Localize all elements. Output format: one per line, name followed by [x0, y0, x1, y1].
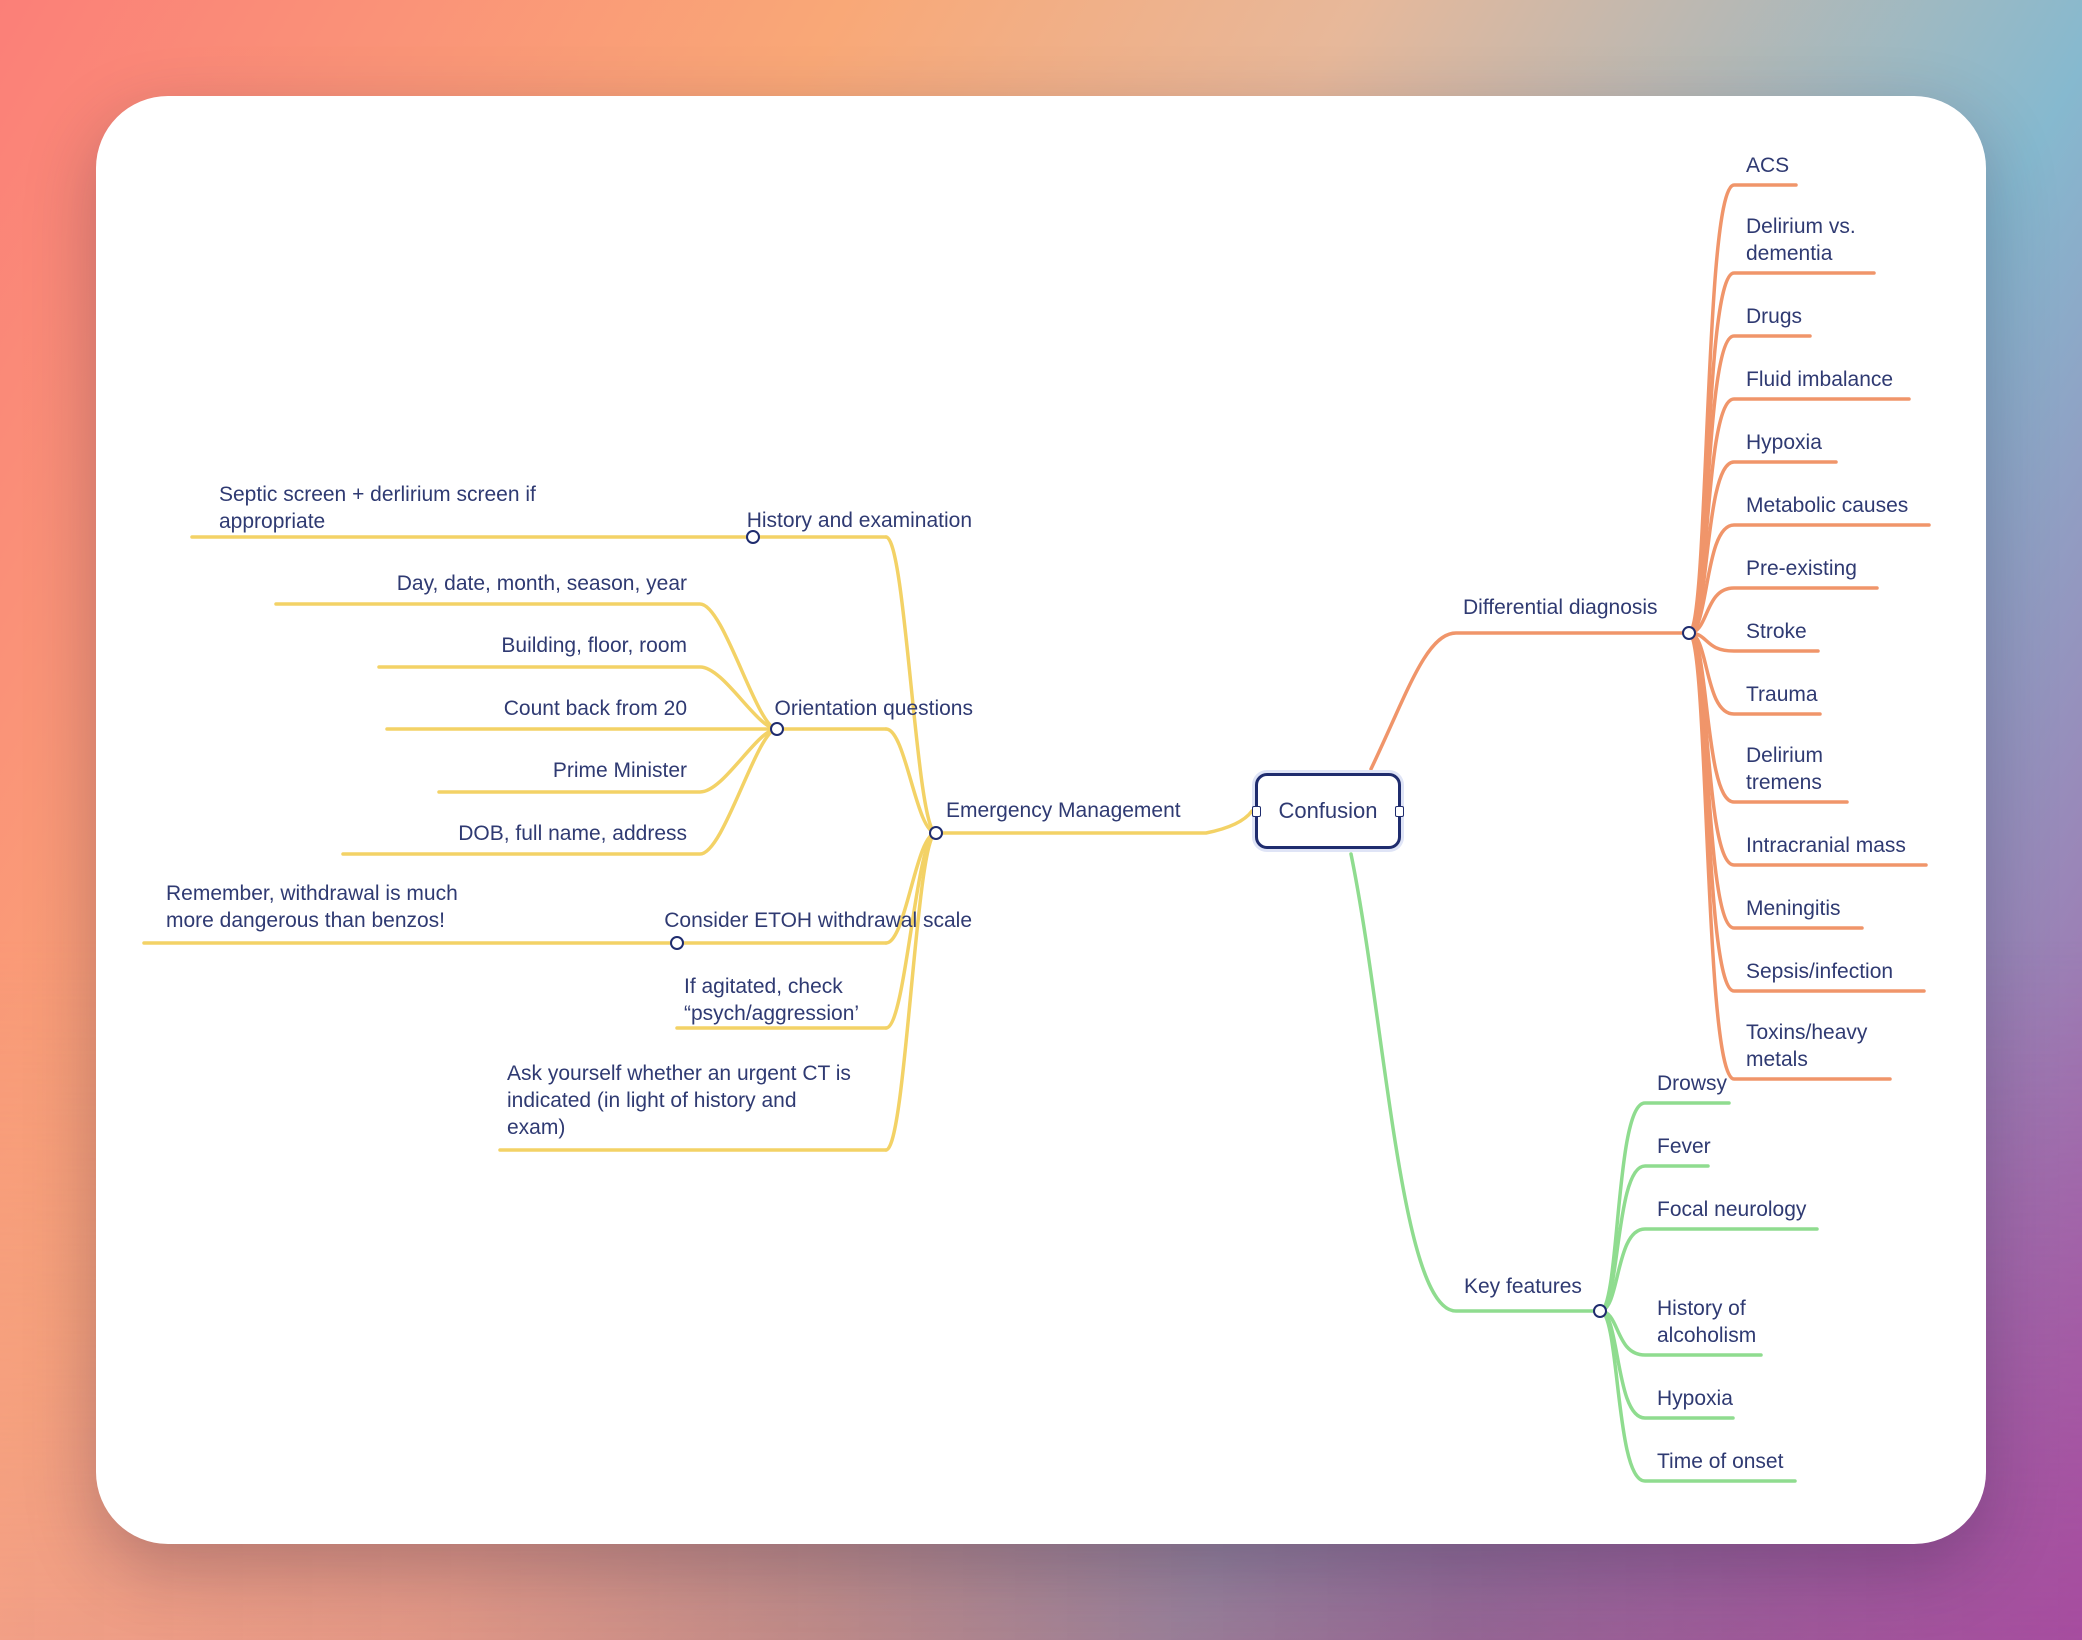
node-dob[interactable]: DOB, full name, address — [458, 822, 687, 845]
node-building-floor[interactable]: Building, floor, room — [501, 634, 687, 657]
node-ddx-item[interactable]: Stroke — [1746, 620, 1807, 643]
node-ddx-item[interactable]: Metabolic causes — [1746, 494, 1909, 517]
connector-orientation-child — [341, 727, 779, 856]
node-key-feature[interactable]: Drowsy — [1657, 1072, 1728, 1095]
node-ddx-item[interactable]: Drugs — [1746, 305, 1803, 328]
node-ddx-item[interactable]: ACS — [1746, 154, 1790, 177]
node-dot-etoh[interactable] — [670, 936, 684, 950]
node-orientation-questions[interactable]: Orientation questions — [774, 697, 973, 720]
root-node-confusion[interactable]: Confusion — [1252, 773, 1404, 849]
node-key-feature[interactable]: Time of onset — [1657, 1450, 1784, 1473]
node-ddx-item[interactable]: Fluid imbalance — [1746, 368, 1894, 391]
root-node-label: Confusion — [1278, 798, 1378, 823]
connector-root-differential — [1369, 631, 1691, 771]
connector-kf-item — [1598, 1164, 1710, 1313]
node-ddx-item[interactable]: Sepsis/infection — [1746, 960, 1894, 983]
node-ddx-item[interactable]: Delirium vs.dementia — [1746, 215, 1856, 265]
connector-root-keyfeatures — [1349, 852, 1602, 1313]
mindmap-canvas: Confusion Emergency Management History a… — [96, 96, 1986, 1544]
node-history-examination[interactable]: History and examination — [746, 509, 972, 532]
node-differential-diagnosis[interactable]: Differential diagnosis — [1463, 596, 1658, 619]
node-urgent-ct[interactable]: Ask yourself whether an urgent CT is ind… — [507, 1062, 851, 1139]
node-day-date[interactable]: Day, date, month, season, year — [396, 572, 687, 595]
connector-root-emergency — [934, 809, 1254, 835]
connector-orientation-child — [274, 602, 779, 731]
node-dot-differential[interactable] — [1682, 626, 1696, 640]
connector-ct — [884, 831, 938, 1152]
node-if-agitated[interactable]: If agitated, check “psych/aggression’ — [684, 975, 860, 1025]
connector-orientation-child — [377, 665, 779, 731]
node-key-feature[interactable]: Focal neurology — [1657, 1198, 1807, 1221]
mindmap-connectors — [142, 183, 1931, 1483]
node-key-feature[interactable]: Hypoxia — [1657, 1387, 1733, 1410]
right-connector-handle[interactable] — [1395, 806, 1404, 817]
node-key-features[interactable]: Key features — [1464, 1275, 1582, 1298]
node-dot-history[interactable] — [746, 530, 760, 544]
node-ddx-item[interactable]: Pre-existing — [1746, 557, 1857, 580]
node-etoh-withdrawal[interactable]: Consider ETOH withdrawal scale — [664, 909, 972, 932]
node-dot-orientation[interactable] — [770, 722, 784, 736]
node-count-back[interactable]: Count back from 20 — [503, 697, 687, 720]
node-septic-screen[interactable]: Septic screen + derlirium screen if appr… — [219, 483, 536, 533]
connector-kf-item — [1598, 1309, 1797, 1483]
node-key-feature[interactable]: Fever — [1657, 1135, 1711, 1158]
node-ddx-item[interactable]: Trauma — [1746, 683, 1818, 706]
connector-ddx-item — [1687, 631, 1892, 1081]
node-prime-minister[interactable]: Prime Minister — [552, 759, 687, 782]
left-connector-handle[interactable] — [1252, 806, 1261, 817]
node-dot-keyfeatures[interactable] — [1593, 1304, 1607, 1318]
node-emergency-management[interactable]: Emergency Management — [946, 799, 1181, 822]
connector-kf-item — [1598, 1227, 1819, 1313]
node-dot-emergency[interactable] — [929, 826, 943, 840]
connector-history — [884, 535, 938, 835]
node-ddx-item[interactable]: Hypoxia — [1746, 431, 1822, 454]
connector-ddx-item — [1687, 523, 1931, 635]
connector-orientation — [884, 727, 938, 835]
node-withdrawal-warning[interactable]: Remember, withdrawal is much more danger… — [166, 882, 458, 932]
node-ddx-item[interactable]: Meningitis — [1746, 897, 1841, 920]
node-ddx-item[interactable]: Intracranial mass — [1746, 834, 1906, 857]
